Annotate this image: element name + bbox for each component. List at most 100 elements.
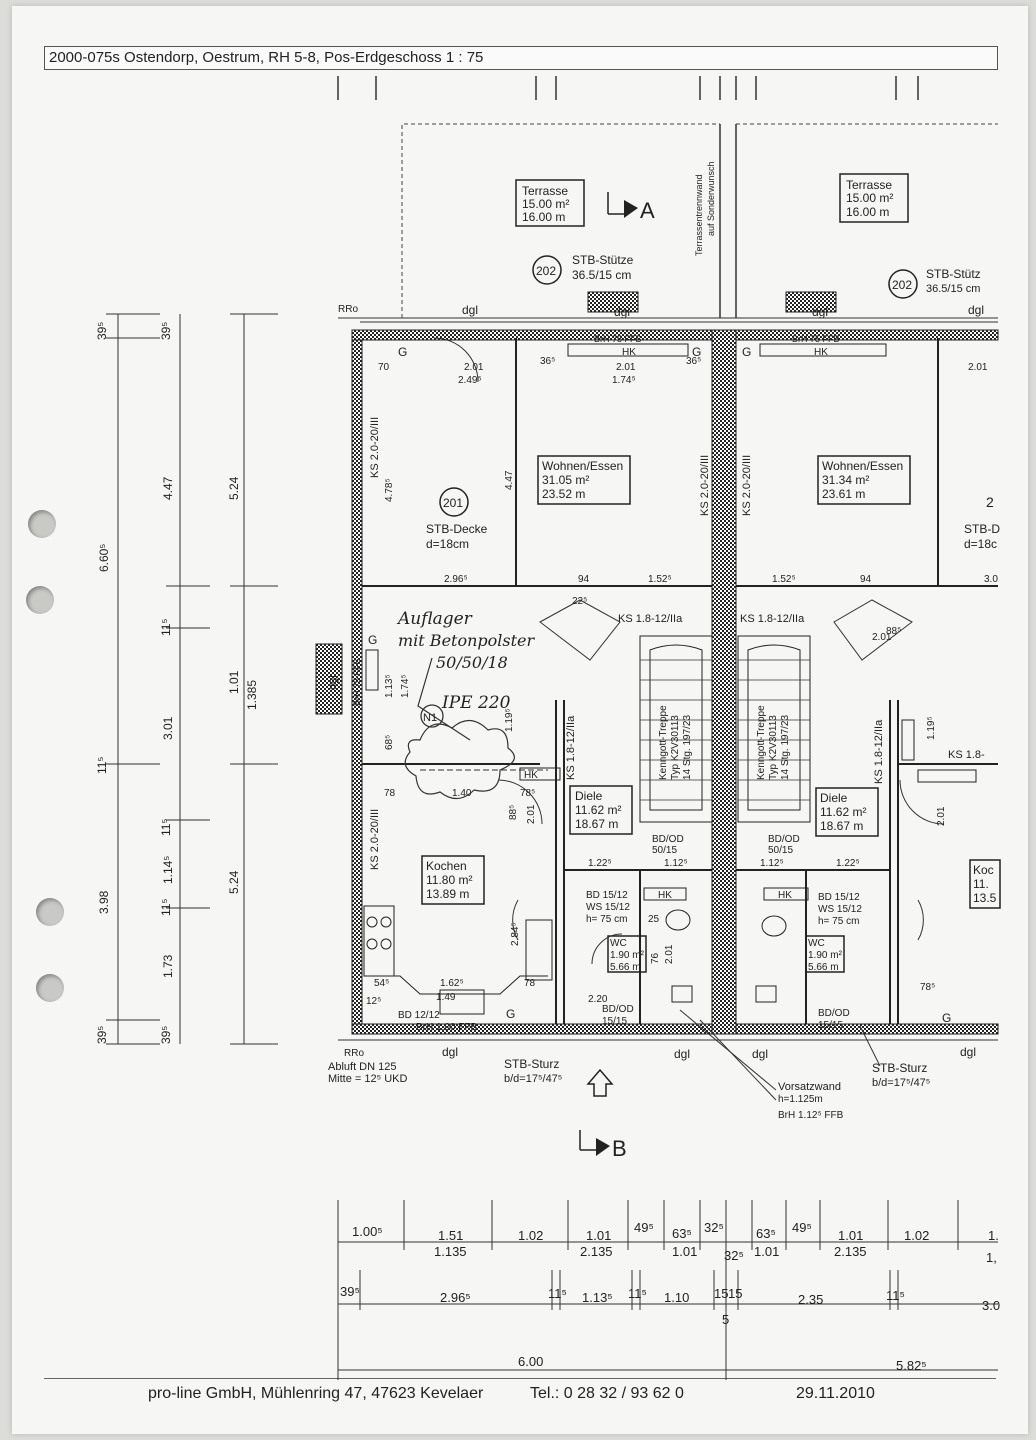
drawing-sheet bbox=[12, 6, 1028, 1434]
svg-text:1.22⁵: 1.22⁵ bbox=[836, 858, 860, 869]
tag-circle bbox=[532, 255, 562, 285]
door-label: BD/OD bbox=[602, 1004, 634, 1015]
svg-text:2.01: 2.01 bbox=[616, 362, 636, 373]
room-area: 11.80 m² bbox=[426, 873, 472, 887]
room-box bbox=[537, 455, 631, 505]
door-size: 50/15 bbox=[768, 845, 793, 856]
svg-text:11⁵: 11⁵ bbox=[95, 757, 109, 774]
svg-text:3.0: 3.0 bbox=[982, 1298, 1000, 1313]
level-label: RRo bbox=[338, 304, 358, 315]
svg-text:3.01: 3.01 bbox=[161, 716, 175, 740]
svg-text:2.96⁵: 2.96⁵ bbox=[440, 1290, 471, 1305]
svg-text:2.01: 2.01 bbox=[526, 804, 537, 824]
svg-text:3.0: 3.0 bbox=[984, 574, 998, 585]
gully-label: G bbox=[942, 1011, 951, 1025]
svg-text:1.: 1. bbox=[988, 1228, 999, 1243]
terrace-wall-note: auf Sonderwunsch bbox=[706, 161, 716, 236]
room-name: Diele bbox=[820, 791, 848, 805]
room-area: 31.34 m² bbox=[822, 473, 869, 487]
leader-lines bbox=[679, 1009, 881, 1101]
room-perimeter: 5.66 m bbox=[808, 962, 839, 973]
kitchen-counter bbox=[363, 905, 553, 1015]
svg-text:70: 70 bbox=[378, 362, 390, 373]
room-perimeter: 5.66 m bbox=[610, 962, 641, 973]
terrain-label: dgl bbox=[614, 305, 630, 319]
punch-hole bbox=[36, 898, 64, 926]
svg-text:78: 78 bbox=[524, 978, 536, 989]
gully-label: G bbox=[506, 1007, 515, 1021]
radiator-label: HK bbox=[778, 890, 792, 901]
svg-text:1.12⁵: 1.12⁵ bbox=[664, 858, 688, 869]
room-dimensions: 70 2.01 2.49⁵ 36⁵ 2.01 1.74⁵ 36⁵ 4.78⁵ 4… bbox=[366, 356, 998, 1007]
room-name: Koc bbox=[973, 863, 994, 877]
terrain-label: dgl bbox=[968, 303, 984, 317]
svg-text:1.00⁵: 1.00⁵ bbox=[352, 1224, 383, 1239]
room-box bbox=[607, 935, 647, 973]
svg-text:1.01: 1.01 bbox=[754, 1244, 779, 1259]
svg-text:36⁵: 36⁵ bbox=[686, 356, 701, 367]
terrain-label: dgl bbox=[960, 1045, 976, 1059]
drawing-title: 2000-075s Ostendorp, Oestrum, RH 5-8, Po… bbox=[49, 49, 484, 66]
svg-text:1.51: 1.51 bbox=[438, 1228, 463, 1243]
svg-text:N1: N1 bbox=[423, 712, 437, 724]
stair-treads bbox=[640, 659, 810, 801]
room-box bbox=[515, 179, 585, 227]
svg-text:5: 5 bbox=[722, 1312, 729, 1327]
svg-text:5.82⁵: 5.82⁵ bbox=[896, 1358, 927, 1373]
svg-text:22⁵: 22⁵ bbox=[572, 596, 587, 607]
lintel-dim: b/d=17⁵/47⁵ bbox=[504, 1073, 562, 1085]
svg-text:6.60⁵: 6.60⁵ bbox=[97, 544, 111, 572]
room-name: WC bbox=[610, 938, 627, 949]
svg-text:1.19⁵: 1.19⁵ bbox=[504, 708, 515, 732]
wall-type: KS 2.0-20/III bbox=[741, 455, 753, 516]
column-label: STB-Stütze bbox=[572, 253, 634, 267]
footer-block: pro-line GmbH, Mühlenring 47, 47623 Keve… bbox=[44, 1378, 996, 1409]
svg-text:1.62⁵: 1.62⁵ bbox=[440, 978, 464, 989]
gully-label: G bbox=[742, 345, 751, 359]
bottom-dimension-values: 1.00⁵ 1.51 1.02 1.01 49⁵ 63⁵ 32⁵ 63⁵ 49⁵… bbox=[340, 1220, 1000, 1373]
radiator-boxes bbox=[365, 343, 977, 901]
svg-text:1.22⁵: 1.22⁵ bbox=[588, 858, 612, 869]
radiator-label: HK bbox=[658, 890, 672, 901]
window-height: h= 75 cm bbox=[818, 916, 859, 927]
svg-text:2.01: 2.01 bbox=[464, 362, 484, 373]
side-window bbox=[315, 643, 343, 715]
svg-text:78: 78 bbox=[384, 788, 396, 799]
room-name: Terrasse bbox=[522, 184, 568, 198]
svg-text:54⁵: 54⁵ bbox=[374, 978, 389, 989]
room-name: Kochen bbox=[426, 859, 467, 873]
radiator-label: HK bbox=[524, 770, 538, 781]
svg-text:1.52⁵: 1.52⁵ bbox=[648, 574, 672, 585]
window-sill-label: BrH 75 FFB bbox=[594, 334, 642, 344]
room-area: 1.90 m² bbox=[808, 950, 843, 961]
stair-label: Typ K2V30113 bbox=[670, 715, 681, 780]
svg-text:1.73: 1.73 bbox=[161, 954, 175, 978]
title-block: 2000-075s Ostendorp, Oestrum, RH 5-8, Po… bbox=[44, 46, 998, 70]
stair-label: 14 Stg. 197/23 bbox=[682, 715, 693, 780]
svg-text:1,: 1, bbox=[986, 1250, 997, 1265]
svg-text:11⁵: 11⁵ bbox=[548, 1286, 567, 1301]
door-size: 50/15 bbox=[652, 845, 677, 856]
gully-label: G bbox=[398, 345, 407, 359]
svg-text:11⁵: 11⁵ bbox=[628, 1286, 647, 1301]
room-name: Wohnen/Essen bbox=[542, 459, 623, 473]
wall-type: KS 1.8-12/IIa bbox=[618, 613, 683, 625]
terrain-label: dgl bbox=[674, 1047, 690, 1061]
plan-date: 29.11.2010 bbox=[796, 1385, 875, 1402]
svg-text:2.49⁵: 2.49⁵ bbox=[458, 375, 482, 386]
svg-text:63⁵: 63⁵ bbox=[756, 1226, 776, 1241]
svg-text:11⁵: 11⁵ bbox=[159, 819, 173, 836]
wall-type: KS 2.0-20/III bbox=[699, 455, 711, 516]
room-perimeter: 16.00 m bbox=[846, 205, 889, 219]
radiator-label: HK bbox=[814, 347, 828, 358]
svg-text:5.24: 5.24 bbox=[227, 870, 241, 894]
svg-text:49⁵: 49⁵ bbox=[792, 1220, 812, 1235]
svg-text:76: 76 bbox=[650, 952, 661, 964]
tag-circle bbox=[439, 487, 469, 517]
svg-text:63⁵: 63⁵ bbox=[672, 1226, 692, 1241]
punch-hole bbox=[28, 510, 56, 538]
room-box bbox=[805, 935, 845, 973]
room-box bbox=[839, 173, 909, 223]
gully-label: G bbox=[692, 345, 701, 359]
svg-text:1.40: 1.40 bbox=[452, 788, 472, 799]
